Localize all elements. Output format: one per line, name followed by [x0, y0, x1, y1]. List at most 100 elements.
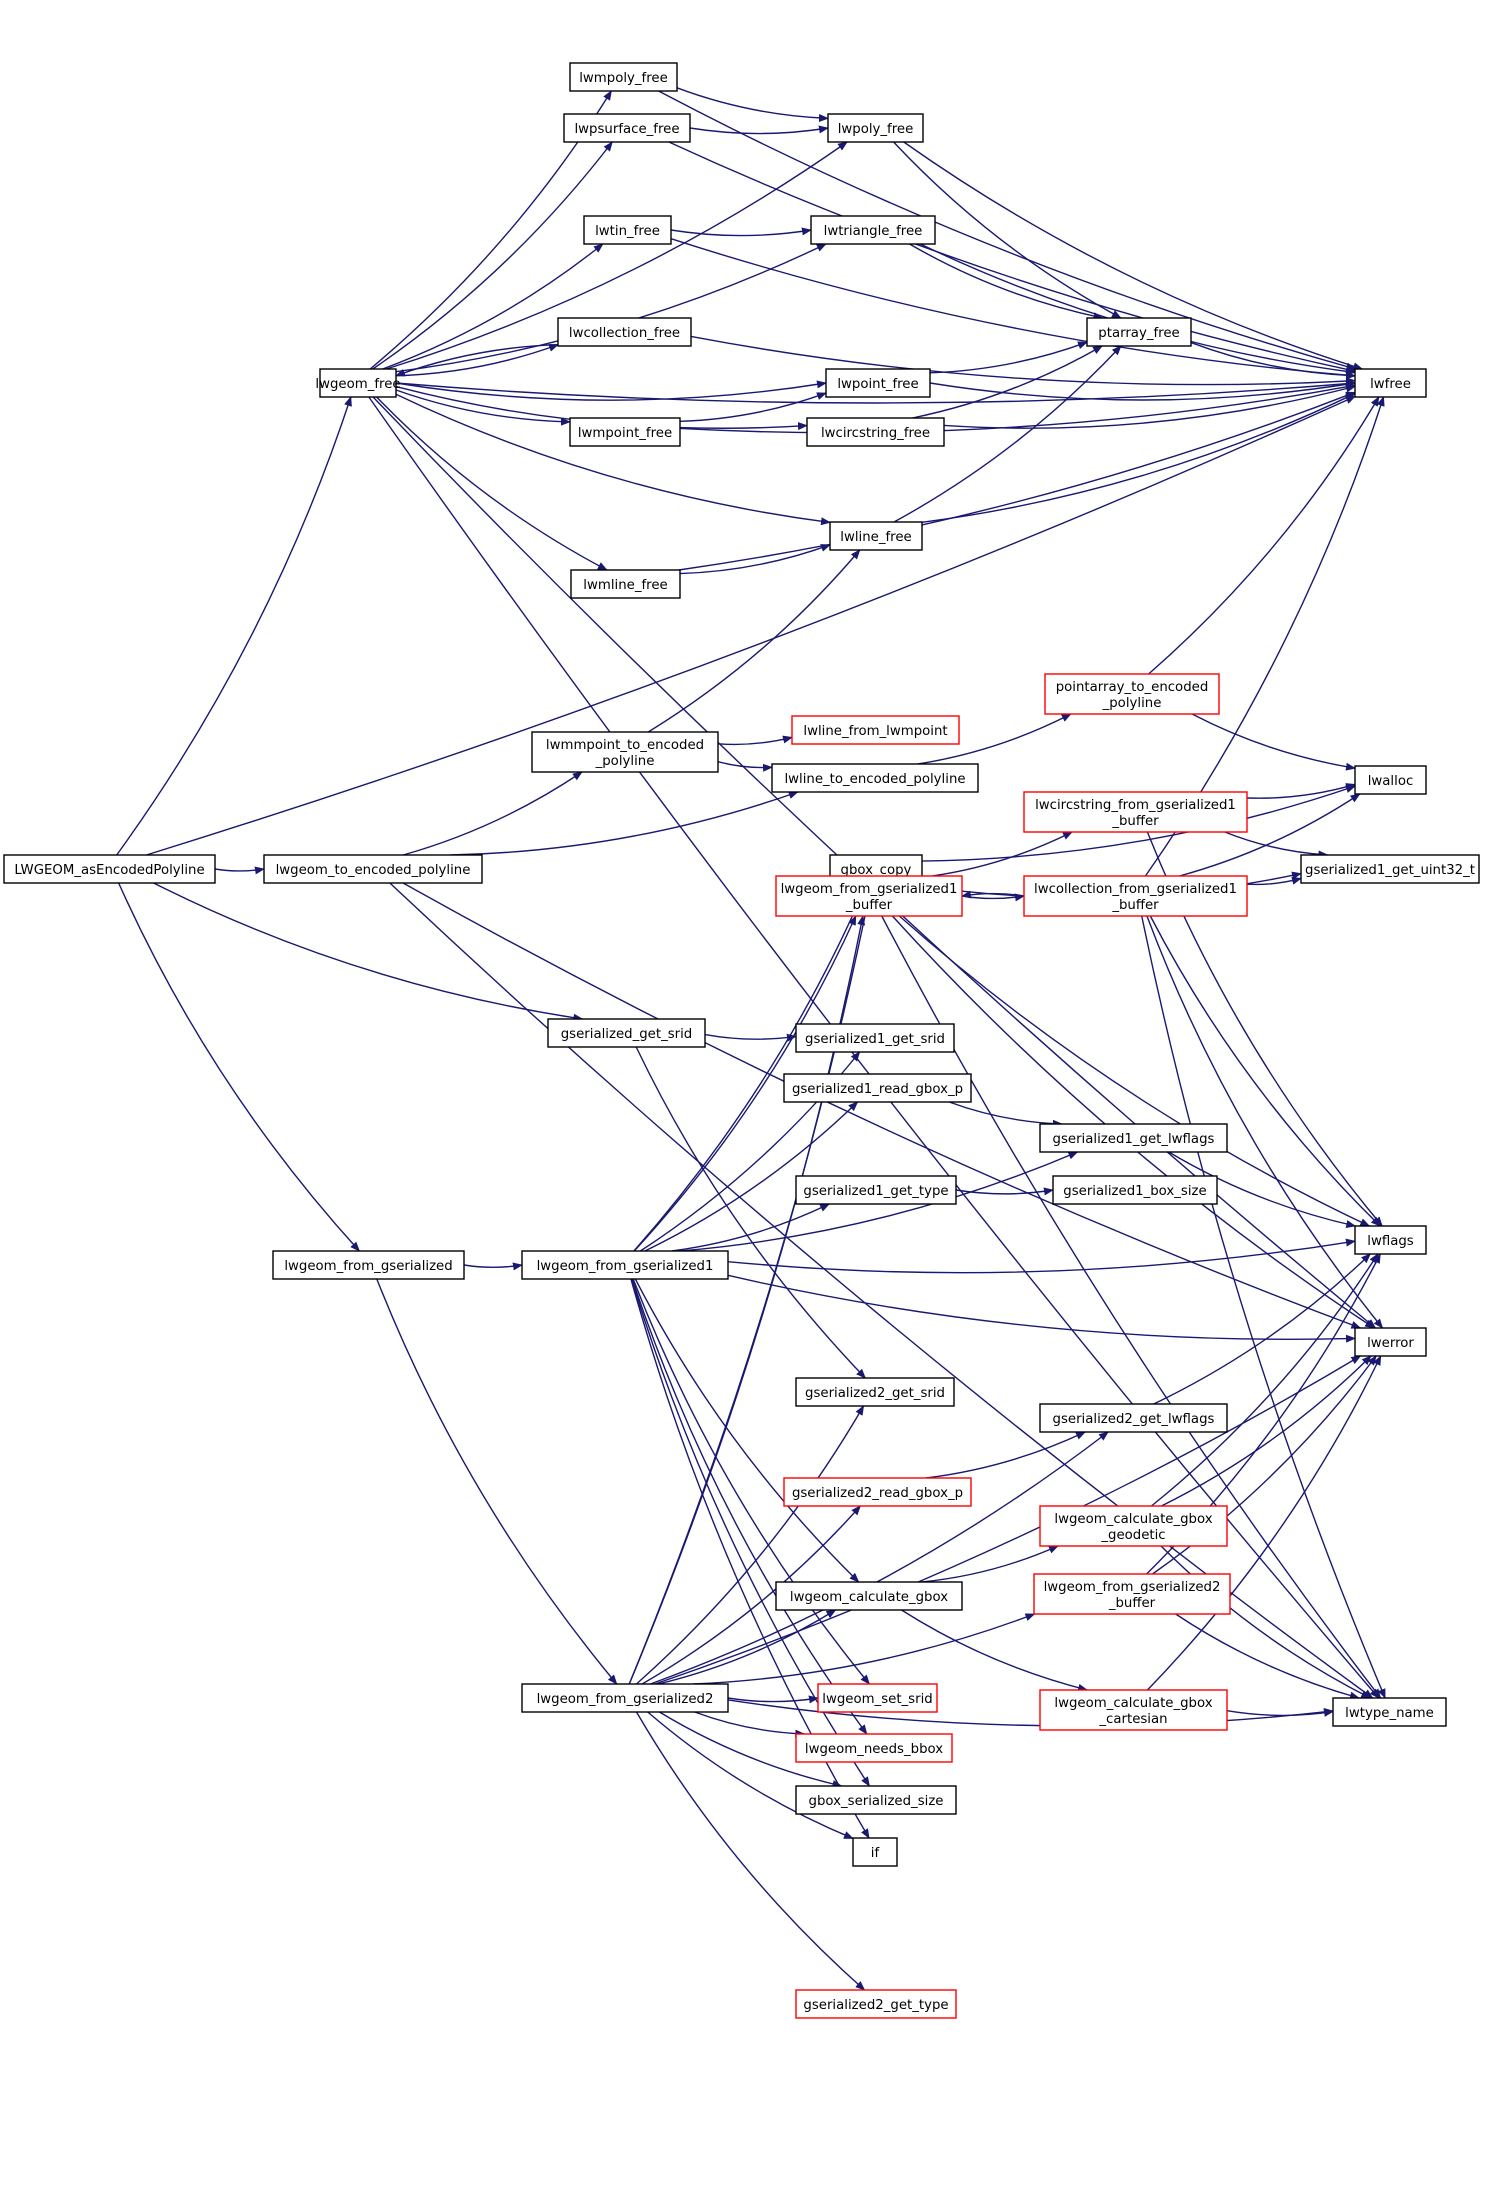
node-box[interactable] [795, 1785, 957, 1815]
node-lwpsurface-free[interactable]: lwpsurface_free [563, 113, 691, 143]
node-lwgeom-calculate-gbox-cartesian[interactable]: lwgeom_calculate_gbox_cartesian [1039, 1689, 1228, 1731]
node-box[interactable] [3, 854, 216, 884]
node-box[interactable] [1086, 317, 1192, 347]
node-lwgeom-set-srid[interactable]: lwgeom_set_srid [817, 1683, 938, 1713]
node-label: lwcollection_from_gserialized1 [1034, 882, 1237, 897]
node-ptarray-free[interactable]: ptarray_free [1086, 317, 1192, 347]
node-lwmline-free[interactable]: lwmline_free [570, 569, 681, 599]
node-box[interactable] [771, 763, 979, 793]
node-gbox-serialized-size[interactable]: gbox_serialized_size [795, 1785, 957, 1815]
node-gserialized1-box-size[interactable]: gserialized1_box_size [1052, 1175, 1218, 1205]
node-pointarray-to-encoded-polyline[interactable]: pointarray_to_encoded_polyline [1044, 673, 1220, 715]
node-lwgeom-calculate-gbox[interactable]: lwgeom_calculate_gbox [775, 1581, 963, 1611]
node-gserialized1-get-lwflags[interactable]: gserialized1_get_lwflags [1039, 1123, 1228, 1153]
node-box[interactable] [795, 1023, 955, 1053]
node-box[interactable] [1354, 368, 1427, 398]
node-box[interactable] [569, 62, 678, 92]
node-gserialized-get-srid[interactable]: gserialized_get_srid [547, 1018, 706, 1048]
node-lwpoly-free[interactable]: lwpoly_free [827, 113, 924, 143]
node-box[interactable] [825, 368, 931, 398]
node-box[interactable] [521, 1250, 729, 1280]
node-box[interactable] [791, 715, 960, 745]
node-box[interactable] [817, 1683, 938, 1713]
node-lwtin-free[interactable]: lwtin_free [583, 215, 672, 245]
node-lwalloc[interactable]: lwalloc [1354, 765, 1427, 795]
node-box[interactable] [521, 1683, 729, 1713]
node-lwpoint-free[interactable]: lwpoint_free [825, 368, 931, 398]
node-lwtriangle-free[interactable]: lwtriangle_free [810, 215, 936, 245]
node-lwgeom-needs-bbox[interactable]: lwgeom_needs_bbox [795, 1733, 953, 1763]
node-box[interactable] [829, 521, 923, 551]
node-box[interactable] [783, 1073, 972, 1103]
node-lwline-free[interactable]: lwline_free [829, 521, 923, 551]
node-lwflags[interactable]: lwflags [1354, 1225, 1427, 1255]
node-gserialized1-read-gbox-p[interactable]: gserialized1_read_gbox_p [783, 1073, 972, 1103]
node-box[interactable] [795, 1989, 957, 2019]
node-box[interactable] [775, 875, 963, 917]
node-box[interactable] [531, 731, 719, 773]
node-lwcollection-from-gserialized1-buffer[interactable]: lwcollection_from_gserialized1_buffer [1023, 875, 1248, 917]
node-box[interactable] [775, 1581, 963, 1611]
node-box[interactable] [810, 215, 936, 245]
node-lwtype-name[interactable]: lwtype_name [1332, 1697, 1447, 1727]
node-box[interactable] [1354, 1327, 1427, 1357]
node-box[interactable] [1354, 765, 1427, 795]
node-lwmpoint-to-encoded-polyline[interactable]: lwmmpoint_to_encoded_polyline [531, 731, 719, 773]
node-box[interactable] [795, 1377, 955, 1407]
node-box[interactable] [1039, 1689, 1228, 1731]
node-gserialized1-get-srid[interactable]: gserialized1_get_srid [795, 1023, 955, 1053]
node-box[interactable] [827, 113, 924, 143]
node-lwgeom-from-gserialized1[interactable]: lwgeom_from_gserialized1 [521, 1250, 729, 1280]
node-box[interactable] [1039, 1505, 1228, 1547]
node-box[interactable] [583, 215, 672, 245]
node-gserialized2-read-gbox-p[interactable]: gserialized2_read_gbox_p [783, 1477, 972, 1507]
node-box[interactable] [547, 1018, 706, 1048]
node-lwgeom-from-gserialized[interactable]: lwgeom_from_gserialized [272, 1250, 465, 1280]
node-box[interactable] [1039, 1403, 1228, 1433]
node-gserialized1-get-uint32-t[interactable]: gserialized1_get_uint32_t [1300, 854, 1480, 884]
node-gserialized2-get-srid[interactable]: gserialized2_get_srid [795, 1377, 955, 1407]
node-lwgeom-from-gserialized2[interactable]: lwgeom_from_gserialized2 [521, 1683, 729, 1713]
node-if[interactable]: if [852, 1837, 898, 1867]
node-box[interactable] [1300, 854, 1480, 884]
node-box[interactable] [319, 368, 397, 398]
node-box[interactable] [1033, 1573, 1231, 1615]
node-box[interactable] [806, 417, 945, 447]
node-lwmpoint-free[interactable]: lwmpoint_free [569, 417, 681, 447]
node-gserialized2-get-type[interactable]: gserialized2_get_type [795, 1989, 957, 2019]
node-lwgeom-free[interactable]: lwgeom_free [315, 368, 401, 398]
node-box[interactable] [570, 569, 681, 599]
node-gserialized2-get-lwflags[interactable]: gserialized2_get_lwflags [1039, 1403, 1228, 1433]
node-lwerror[interactable]: lwerror [1354, 1327, 1427, 1357]
node-box[interactable] [783, 1477, 972, 1507]
node-lwgeom-from-gserialized1-buffer[interactable]: lwgeom_from_gserialized1_buffer [775, 875, 963, 917]
node-gserialized1-get-type[interactable]: gserialized1_get_type [795, 1175, 957, 1205]
node-lwcircstring-free[interactable]: lwcircstring_free [806, 417, 945, 447]
node-label: lwgeom_from_gserialized [284, 1259, 452, 1274]
node-box[interactable] [263, 854, 483, 884]
node-lwgeom-calculate-gbox-geodetic[interactable]: lwgeom_calculate_gbox_geodetic [1039, 1505, 1228, 1547]
node-lwmpoly-free[interactable]: lwmpoly_free [569, 62, 678, 92]
node-box[interactable] [1023, 791, 1248, 833]
node-lwline-from-lwmpoint[interactable]: lwline_from_lwmpoint [791, 715, 960, 745]
node-lwfree[interactable]: lwfree [1354, 368, 1427, 398]
node-lwgeom-asencodedpolyline[interactable]: LWGEOM_asEncodedPolyline [3, 854, 216, 884]
node-box[interactable] [272, 1250, 465, 1280]
node-box[interactable] [795, 1175, 957, 1205]
node-box[interactable] [563, 113, 691, 143]
node-box[interactable] [1039, 1123, 1228, 1153]
node-box[interactable] [569, 417, 681, 447]
node-lwcollection-free[interactable]: lwcollection_free [557, 317, 692, 347]
node-box[interactable] [795, 1733, 953, 1763]
node-box[interactable] [1332, 1697, 1447, 1727]
node-box[interactable] [1354, 1225, 1427, 1255]
node-box[interactable] [852, 1837, 898, 1867]
node-box[interactable] [557, 317, 692, 347]
node-box[interactable] [1052, 1175, 1218, 1205]
node-lwcircstring-from-gserialized1-buffer[interactable]: lwcircstring_from_gserialized1_buffer [1023, 791, 1248, 833]
node-box[interactable] [1044, 673, 1220, 715]
node-lwgeom-to-encoded-polyline[interactable]: lwgeom_to_encoded_polyline [263, 854, 483, 884]
node-lwline-to-encoded-polyline[interactable]: lwline_to_encoded_polyline [771, 763, 979, 793]
node-box[interactable] [1023, 875, 1248, 917]
node-lwgeom-from-gserialized2-buffer[interactable]: lwgeom_from_gserialized2_buffer [1033, 1573, 1231, 1615]
